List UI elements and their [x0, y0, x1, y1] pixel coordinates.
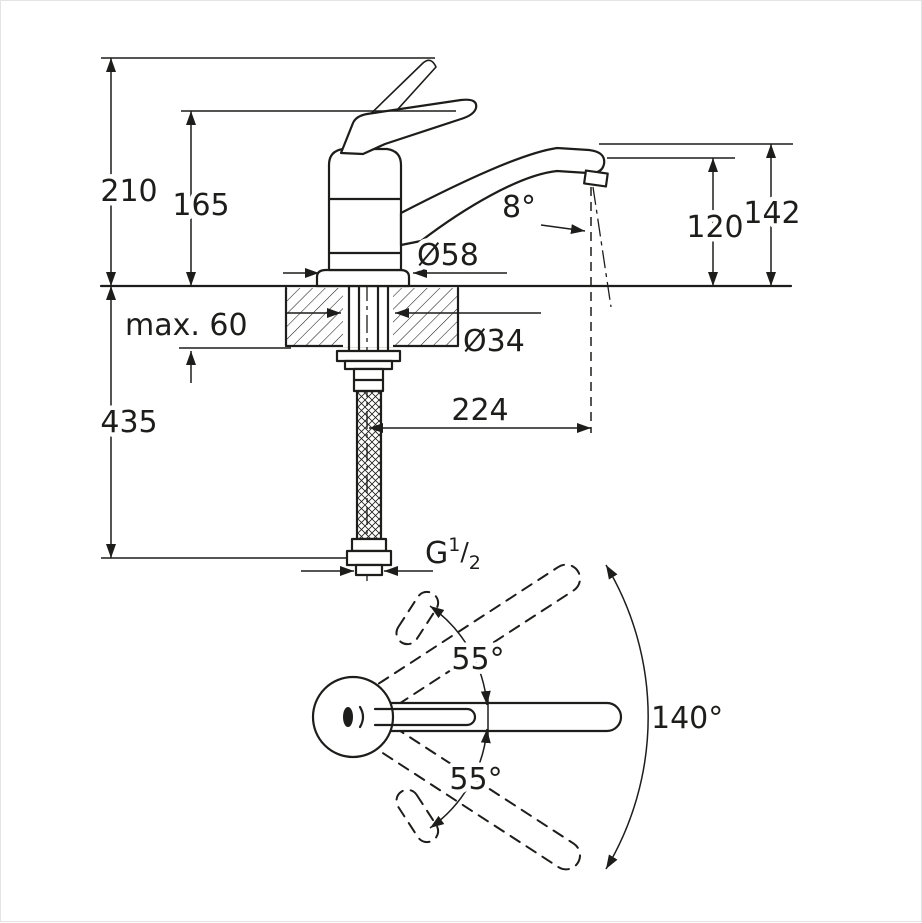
- thread-base: G: [425, 536, 448, 571]
- flexible-hose: [355, 389, 383, 541]
- mounting-flange: [335, 349, 402, 363]
- thread-denominator: 2: [469, 552, 481, 574]
- dim-label-224: 224: [451, 393, 508, 428]
- dim-label-435: 435: [100, 405, 157, 440]
- spout-top-outline: [371, 701, 623, 733]
- aerator: [583, 169, 609, 188]
- lever-top-outline: [373, 707, 477, 727]
- dim-label-142: 142: [743, 196, 800, 231]
- dim-label-thread: G1/2: [425, 534, 481, 574]
- lever-swivel-lower-group: [395, 788, 440, 844]
- leader-8deg: [540, 224, 586, 235]
- dim-label-diameter-58: Ø58: [417, 238, 479, 273]
- dim-label-210: 210: [100, 174, 157, 209]
- hose-end-nut: [345, 549, 393, 567]
- base-detail-arc: [358, 705, 365, 729]
- label-swivel-55-lower: 55°: [449, 762, 502, 797]
- dimension-annotations: 210 165 142 120 8° Ø58 max. 60 Ø34 435 2…: [96, 57, 805, 579]
- dim-label-120: 120: [686, 210, 743, 245]
- label-swivel-140: 140°: [651, 701, 723, 736]
- faucet-base-plate: [315, 268, 411, 288]
- lever-swivel-upper-group: [395, 590, 440, 646]
- lever: [339, 98, 478, 156]
- faucet-top-view: 55° 55° 140°: [311, 563, 728, 871]
- arc-140-total: [605, 564, 649, 870]
- arc-55-lower: [429, 728, 491, 829]
- lever-swivel-lower-outline: [395, 788, 440, 844]
- spout: [399, 146, 606, 247]
- label-swivel-55-upper: 55°: [451, 642, 504, 677]
- dim-label-8deg: 8°: [502, 190, 536, 225]
- hose-end-thread: [354, 563, 384, 577]
- spout-swivel-lower-outline: [377, 726, 582, 871]
- hose-end-neck: [350, 537, 388, 553]
- outlet-axis-8deg: [592, 186, 612, 308]
- dim-label-max60: max. 60: [125, 308, 248, 343]
- thread-numerator: 1: [448, 534, 460, 556]
- lever-slot: [343, 707, 353, 727]
- mounting-hole-gap: [343, 287, 393, 347]
- arc-55-upper: [429, 605, 491, 706]
- faucet-body: [327, 147, 403, 272]
- dim-label-diameter-34: Ø34: [463, 324, 525, 359]
- spout-swivel-upper-outline: [377, 563, 582, 708]
- spout-swivel-lower-group: [377, 726, 582, 871]
- mounting-nut: [343, 359, 394, 371]
- spout-swivel-upper-group: [377, 563, 582, 708]
- lever-swivel-upper-outline: [395, 590, 440, 646]
- dim-label-165: 165: [172, 188, 229, 223]
